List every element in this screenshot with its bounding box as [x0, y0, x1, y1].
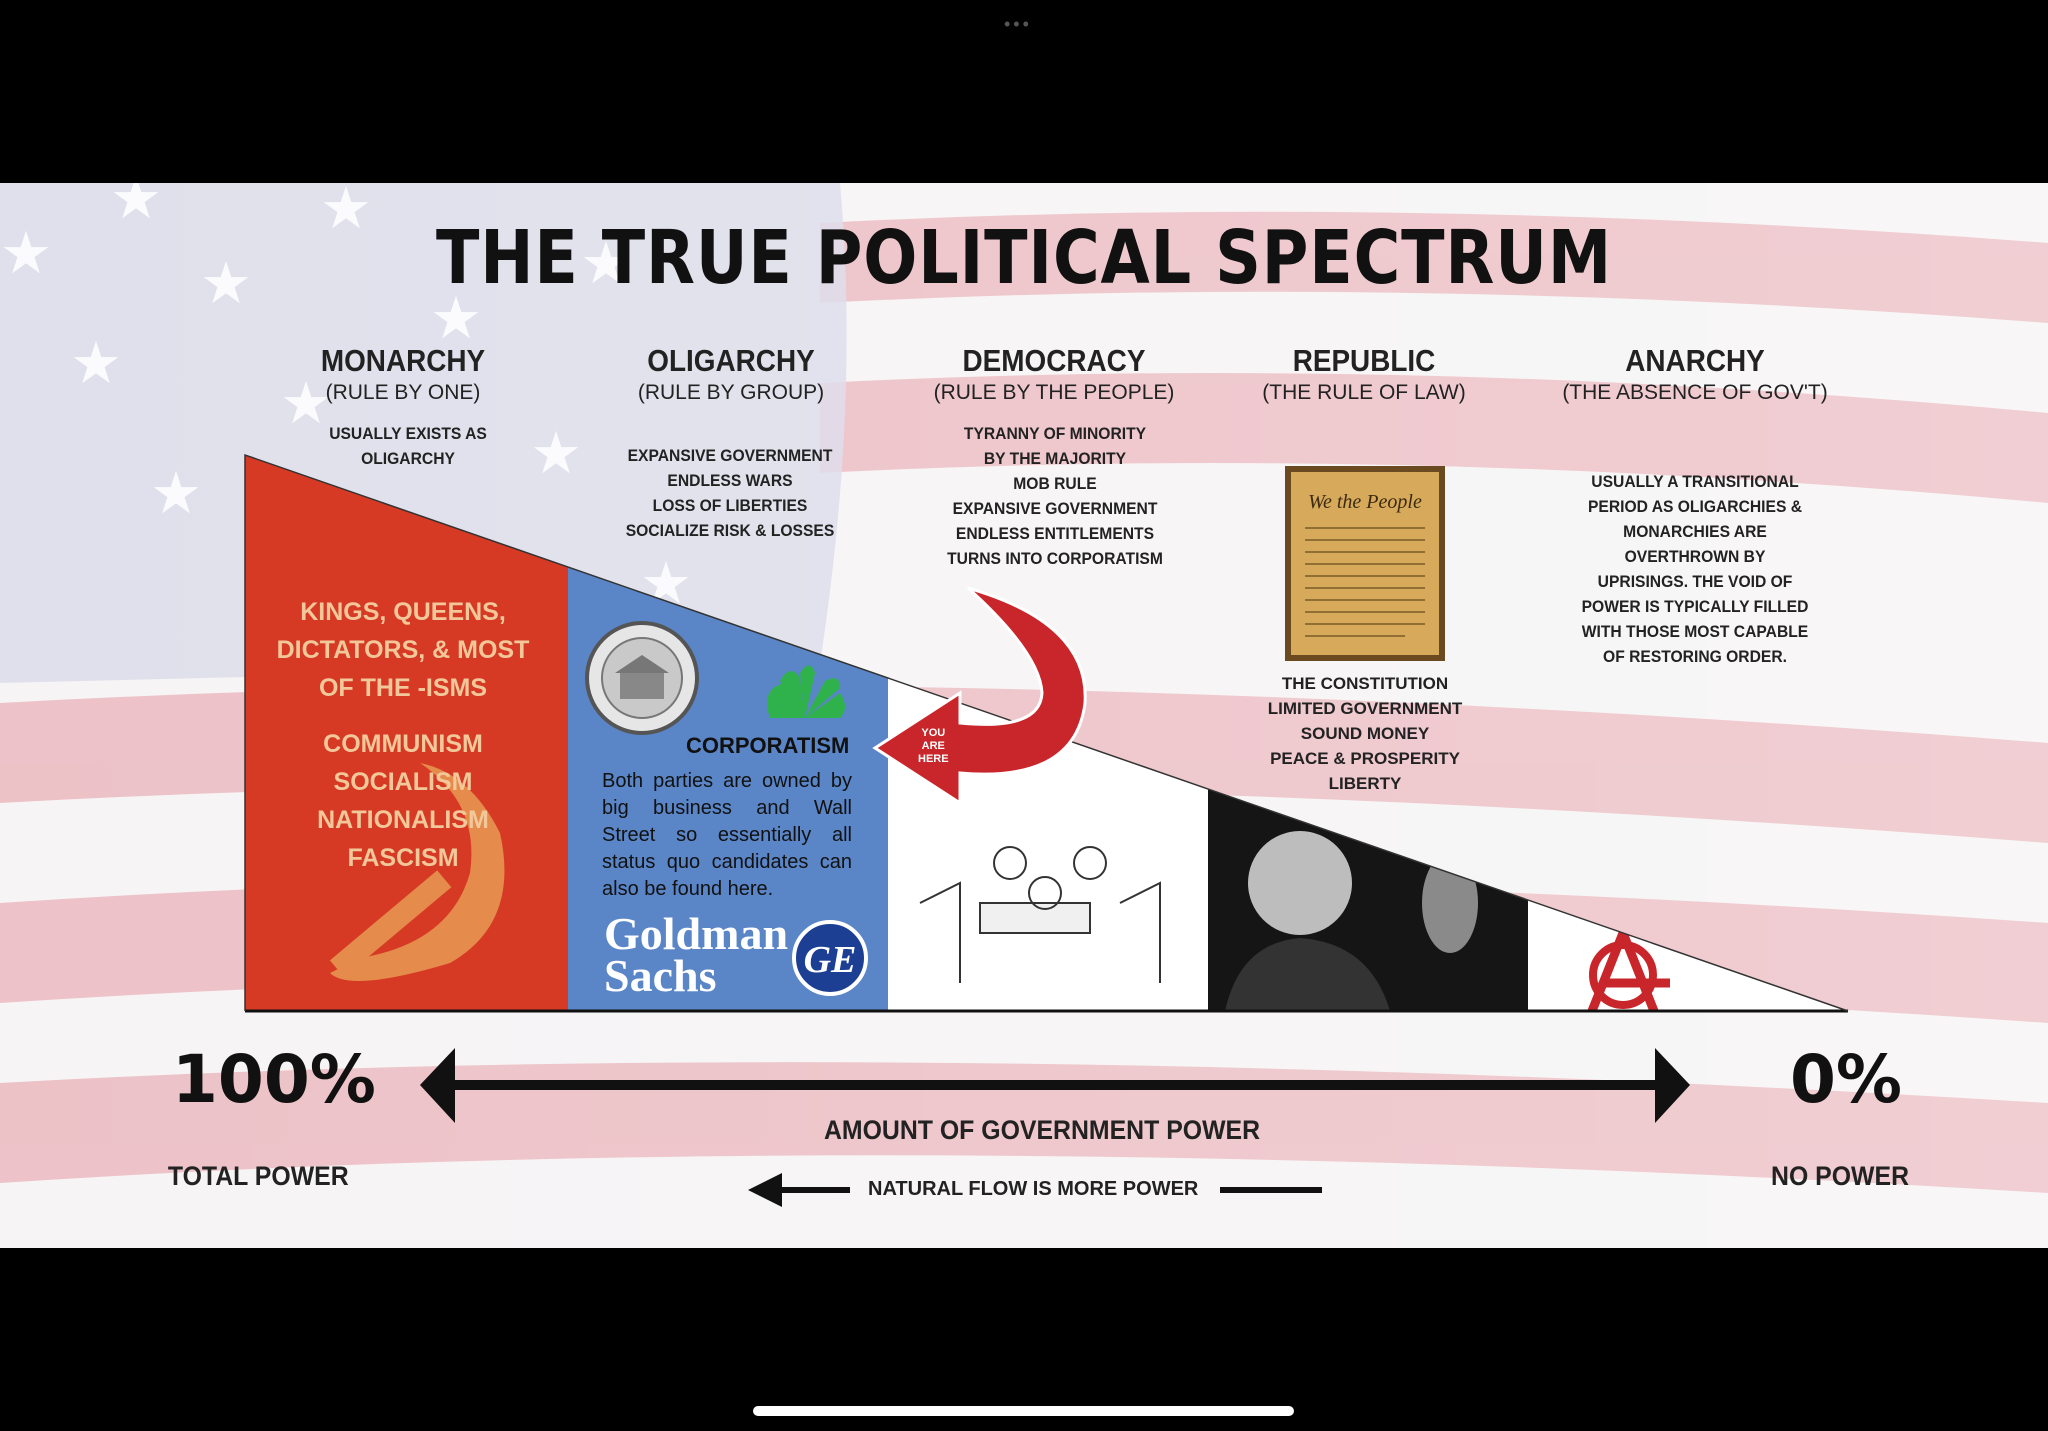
column-democracy: DEMOCRACY (RULE BY THE PEOPLE): [904, 343, 1204, 405]
svg-text:We the People: We the People: [1308, 491, 1422, 513]
ge-logo-icon: GE: [792, 920, 868, 996]
infographic: ★★★ ★★★ ★★★ ★★ THE TRUE POLITICAL SPECTR…: [0, 183, 2048, 1248]
you-are-here-arrow-icon: [872, 586, 1087, 806]
column-title: REPUBLIC: [1292, 343, 1436, 378]
axis-center-label: AMOUNT OF GOVERNMENT POWER: [823, 1115, 1261, 1145]
right-percent: 0%: [1790, 1041, 1903, 1118]
hammer-sickle-icon: [329, 763, 505, 981]
flow-label: NATURAL FLOW IS MORE POWER: [868, 1178, 1199, 1200]
home-indicator[interactable]: [753, 1406, 1294, 1416]
window-dots: •••: [1004, 14, 1032, 34]
column-oligarchy: OLIGARCHY (RULE BY GROUP): [601, 343, 861, 405]
column-title: OLIGARCHY: [647, 343, 815, 378]
left-label: TOTAL POWER: [167, 1161, 349, 1191]
column-title: DEMOCRACY: [962, 343, 1146, 378]
federal-reserve-seal-icon: [585, 621, 699, 735]
left-percent: 100%: [172, 1041, 376, 1118]
column-subtitle: (THE ABSENCE OF GOV'T): [1562, 381, 1828, 404]
column-title: ANARCHY: [1625, 343, 1765, 378]
column-anarchy: ANARCHY (THE ABSENCE OF GOV'T): [1540, 343, 1850, 405]
column-subtitle: (THE RULE OF LAW): [1262, 381, 1466, 404]
wolves-voting-sketch: [919, 846, 1161, 983]
flow-arrow: [748, 1173, 1322, 1207]
column-subtitle: (RULE BY THE PEOPLE): [933, 381, 1175, 404]
power-axis-arrow: [420, 1048, 1690, 1123]
column-monarchy: MONARCHY (RULE BY ONE): [273, 343, 533, 405]
anarchy-section: [1528, 455, 1848, 1011]
column-republic: REPUBLIC (THE RULE OF LAW): [1224, 343, 1504, 405]
corporatism-title: CORPORATISM: [686, 733, 850, 758]
column-title: MONARCHY: [320, 343, 486, 378]
column-subtitle: (RULE BY ONE): [325, 381, 481, 404]
republic-section: [1208, 455, 1528, 1011]
nbc-peacock-icon: [767, 665, 845, 718]
spectrum-triangle: GE: [244, 453, 1849, 1207]
corporatism-body: Both parties are owned by big business a…: [602, 770, 852, 900]
column-subtitle: (RULE BY GROUP): [637, 381, 825, 404]
constitution-document-image: We the People: [1285, 466, 1445, 661]
right-label: NO POWER: [1771, 1161, 1910, 1191]
page-title: THE TRUE POLITICAL SPECTRUM: [435, 215, 1613, 301]
svg-text:GE: GE: [804, 939, 857, 981]
